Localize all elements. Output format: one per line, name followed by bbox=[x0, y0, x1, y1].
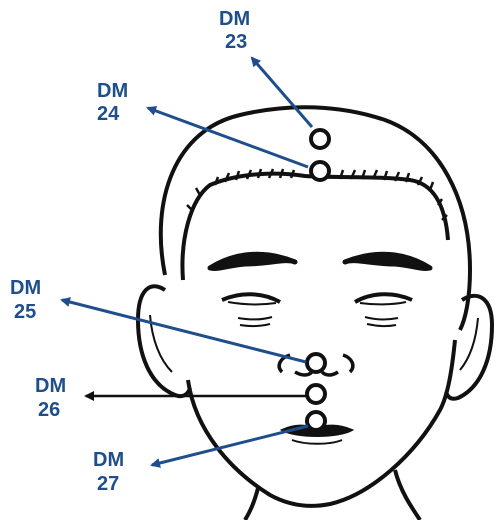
left-eye bbox=[222, 294, 280, 326]
left-ear bbox=[138, 286, 190, 396]
right-eyebrow bbox=[345, 254, 430, 268]
acupoint-dm24 bbox=[311, 162, 329, 180]
label-dm23-line2: 23 bbox=[225, 31, 247, 53]
arrow-dm27 bbox=[152, 426, 308, 465]
label-dm24-line2: 24 bbox=[97, 103, 120, 125]
label-dm27-line1: DM bbox=[93, 449, 124, 471]
arrow-dm23 bbox=[252, 58, 312, 127]
label-dm25-line2: 25 bbox=[14, 301, 36, 323]
label-dm27-line2: 27 bbox=[97, 473, 119, 495]
left-eyebrow bbox=[210, 254, 295, 268]
acupoint-dm23 bbox=[311, 130, 329, 148]
label-dm24-line1: DM bbox=[97, 80, 128, 102]
label-dm25-line1: DM bbox=[10, 277, 41, 299]
label-dm23-line1: DM bbox=[219, 8, 250, 30]
right-eye bbox=[355, 294, 412, 326]
label-dm26-line2: 26 bbox=[38, 399, 60, 421]
arrow-dm25 bbox=[62, 300, 306, 362]
acupoint-dm27 bbox=[307, 412, 325, 430]
acupoint-dm25 bbox=[307, 354, 325, 372]
acupoint-dm26 bbox=[307, 385, 325, 403]
label-dm26-line1: DM bbox=[35, 375, 66, 397]
